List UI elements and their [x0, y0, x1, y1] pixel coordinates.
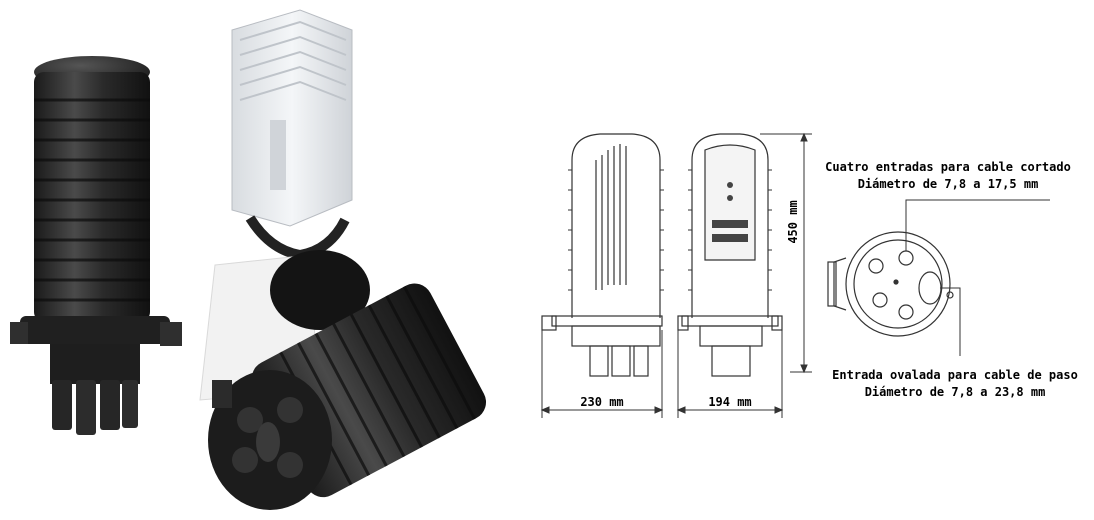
entry-port-1: [52, 380, 72, 430]
base-outer-ring: [845, 231, 951, 337]
side-view-drawing: [677, 133, 783, 377]
dimension-lines: [540, 132, 812, 418]
dim-label-230: 230 mm: [580, 395, 623, 409]
base-clamp-body: [827, 261, 837, 307]
closure-clamp-right: [160, 322, 182, 346]
face-clamp: [212, 380, 232, 408]
tray-stack: [231, 9, 353, 227]
entry-hole-1: [868, 258, 884, 274]
closure-ribs: [34, 98, 150, 302]
callout-leaders: [905, 199, 1050, 356]
front-view-drawing: [541, 133, 664, 377]
face-port-4: [277, 452, 303, 478]
base-clamp-left: [833, 257, 847, 311]
face-port-2: [277, 397, 303, 423]
callout-cut-cable-title: Cuatro entradas para cable cortado: [825, 160, 1071, 174]
side-tray-block: [704, 144, 756, 261]
front-dome-ticks: [568, 169, 664, 291]
base-end-view-drawing: [827, 231, 954, 337]
base-screw: [946, 291, 954, 299]
tray-bracket: [245, 215, 350, 261]
closure-base-body: [50, 344, 140, 384]
center-mark: [893, 279, 899, 285]
base-inner-ring: [853, 239, 943, 329]
front-port-1: [589, 345, 609, 377]
front-trays: [595, 144, 627, 290]
entry-hole-2: [898, 250, 914, 266]
closure-base-flange: [20, 316, 170, 344]
callout-oval-entry-diameter: Diámetro de 7,8 a 23,8 mm: [865, 385, 1046, 399]
side-dome-outline: [691, 133, 769, 318]
lying-closure-photo: [208, 283, 487, 510]
leader-oval-entry: [940, 287, 961, 356]
tray-hinge: [270, 120, 286, 190]
callout-oval-entry-title: Entrada ovalada para cable de paso: [832, 368, 1078, 382]
entry-hole-4: [898, 304, 914, 320]
side-clamp-right: [771, 315, 783, 331]
side-base-body: [699, 325, 763, 347]
entry-port-4: [122, 380, 138, 428]
dim-label-194: 194 mm: [708, 395, 751, 409]
face-port-1: [237, 407, 263, 433]
tray-layers: [239, 20, 347, 101]
closure-clamp-left: [10, 322, 28, 344]
dim-label-450: 450 mm: [786, 200, 800, 243]
side-tray-details: [712, 182, 748, 242]
entry-hole-3: [872, 292, 888, 308]
side-port: [711, 345, 751, 377]
side-clamp-left: [677, 315, 689, 331]
oval-entry-hole: [918, 271, 942, 305]
callout-cut-cable-diameter: Diámetro de 7,8 a 17,5 mm: [858, 177, 1039, 191]
side-dome-ticks: [688, 169, 772, 291]
front-dome-outline: [571, 133, 661, 318]
closure-body: [34, 72, 150, 322]
front-clamp: [541, 315, 557, 331]
entry-port-3: [100, 380, 120, 430]
front-base-body: [571, 325, 661, 347]
front-port-2: [611, 345, 631, 377]
leader-cut-cable: [905, 199, 1050, 251]
face-port-3: [232, 447, 258, 473]
front-port-3: [633, 345, 649, 377]
base-dark-part: [270, 250, 370, 330]
side-base-flange: [681, 315, 779, 327]
closed-closure-photo: [10, 56, 182, 435]
entry-port-2: [76, 380, 96, 435]
face-oval-port: [256, 422, 280, 462]
front-base-flange: [551, 315, 663, 327]
